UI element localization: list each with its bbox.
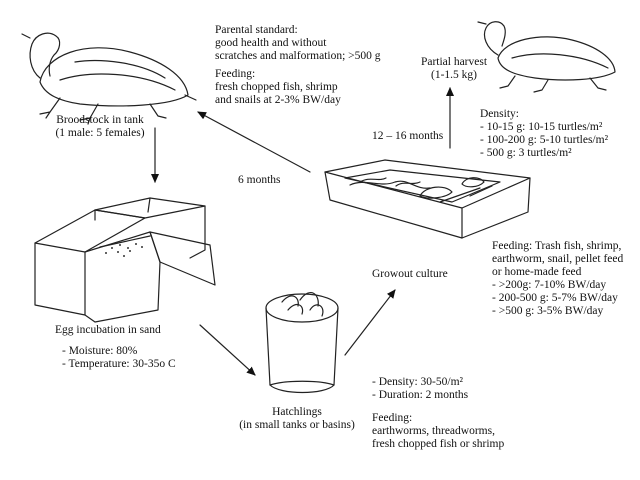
hatchling-feeding-text: Feeding: earthworms, threadworms, fresh … xyxy=(372,412,505,450)
arrow-label-6-months: 6 months xyxy=(238,174,281,186)
growout-pond-icon xyxy=(324,159,531,239)
growout-feeding-text: Feeding: Trash fish, shrimp, earthworm, … xyxy=(492,240,624,317)
hatchling-basin-icon xyxy=(265,291,339,394)
broodstock-label: Broodstock in tank (1 male: 5 females) xyxy=(55,114,145,139)
arrow-label-12-16-months: 12 – 16 months xyxy=(372,130,444,142)
partial-harvest-label: Partial harvest (1-1.5 kg) xyxy=(420,56,488,81)
hatchlings-label: Hatchlings (in small tanks or basins) xyxy=(239,406,355,431)
growout-density-text: Density: - 10-15 g: 10-15 turtles/m² - 1… xyxy=(480,108,609,159)
broodstock-turtle-icon xyxy=(21,32,197,125)
parental-standard-text: Parental standard: good health and witho… xyxy=(215,24,381,62)
arrow-growout-to-broodstock xyxy=(197,111,311,173)
arrow-eggs-to-hatchlings xyxy=(199,324,256,376)
incubation-box-icon xyxy=(34,197,216,323)
harvest-turtle-icon xyxy=(477,21,616,93)
arrow-hatchlings-to-growout xyxy=(344,289,396,356)
egg-incubation-title: Egg incubation in sand xyxy=(55,324,161,336)
hatchling-conditions-text: - Density: 30-50/m² - Duration: 2 months xyxy=(372,376,469,401)
growout-label: Growout culture xyxy=(372,268,448,280)
egg-incubation-conditions: - Moisture: 80% - Temperature: 30-35o C xyxy=(62,345,176,370)
broodstock-feeding-text: Feeding: fresh chopped fish, shrimp and … xyxy=(215,68,341,106)
